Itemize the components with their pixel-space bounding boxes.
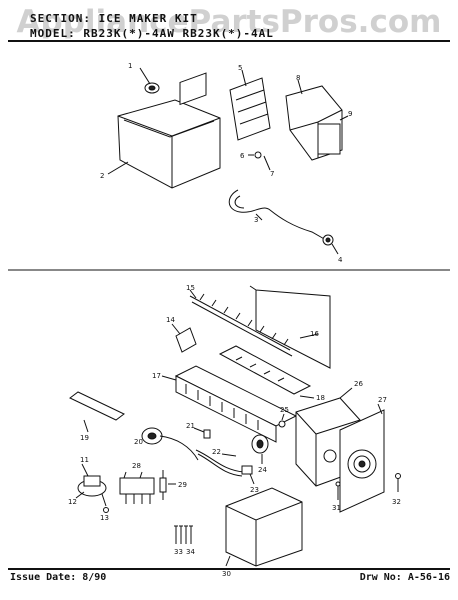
- callout-20: 20: [134, 438, 143, 446]
- callout-9: 9: [348, 110, 352, 118]
- model-title: MODEL: RB23K(*)-4AW RB23K(*)-4AL: [30, 27, 274, 40]
- footer-rule: [8, 568, 450, 570]
- part-21-clip: [193, 427, 211, 439]
- callout-12: 12: [68, 498, 77, 506]
- callout-28: 28: [132, 462, 141, 470]
- callout-1: 1: [128, 62, 132, 70]
- part-28-terminal-block: [119, 471, 155, 504]
- part-29-fuse: [159, 470, 176, 500]
- part-14-lever: [171, 323, 197, 353]
- callout-21: 21: [186, 422, 195, 430]
- callout-4: 4: [338, 256, 343, 264]
- part-5-bracket: [229, 69, 271, 141]
- callout-14: 14: [166, 316, 175, 324]
- part-32-screw: [395, 473, 401, 492]
- callout-33: 33: [174, 548, 183, 556]
- part-6-screw: [248, 151, 262, 159]
- part-19-heater-rod: [69, 391, 125, 433]
- part-17-mold: [161, 365, 298, 443]
- callout-27: 27: [378, 396, 387, 404]
- callout-19: 19: [80, 434, 89, 442]
- callout-17: 17: [152, 372, 161, 380]
- callout-30: 30: [222, 570, 231, 578]
- part-7-clip: [263, 155, 271, 171]
- part-18-stripper: [218, 345, 315, 399]
- callout-3: 3: [254, 216, 258, 224]
- part-9-cover: [317, 115, 349, 155]
- callout-6: 6: [240, 152, 245, 160]
- callout-25: 25: [280, 406, 289, 414]
- part-20-thermostat: [141, 427, 199, 461]
- callout-13: 13: [100, 514, 109, 522]
- callout-32: 32: [392, 498, 401, 506]
- part-23-connector: [241, 465, 255, 485]
- callout-34: 34: [186, 548, 195, 556]
- watermark: AppliancePartsPros.com: [16, 4, 442, 40]
- part-24-fill-cup: [251, 434, 269, 464]
- part-1-fitting: [139, 67, 160, 94]
- part-11-12-13-switch: [75, 463, 109, 513]
- callout-16: 16: [310, 330, 319, 338]
- callout-31: 31: [332, 504, 341, 512]
- part-4-valve: [322, 234, 339, 255]
- callout-2: 2: [100, 172, 104, 180]
- part-22-wire-harness: [195, 449, 245, 477]
- part-16-shield: [249, 285, 331, 369]
- drawing-number: Drw No: A-56-16: [359, 572, 450, 583]
- issue-date: Issue Date: 8/90: [10, 572, 107, 583]
- callout-18: 18: [316, 394, 325, 402]
- callout-7: 7: [270, 170, 274, 178]
- callout-8: 8: [296, 74, 300, 82]
- part-31-screw: [335, 481, 341, 500]
- part-30-cover-box: [225, 487, 303, 567]
- part-3-fill-tube: [228, 189, 327, 241]
- callout-29: 29: [178, 481, 187, 489]
- section-title: SECTION: ICE MAKER KIT: [30, 12, 198, 25]
- part-27-mounting-plate: [339, 403, 385, 513]
- part-2-ice-bin: [107, 72, 221, 189]
- header-rule: [8, 40, 450, 42]
- callout-5: 5: [238, 64, 242, 72]
- callout-11: 11: [80, 456, 89, 464]
- callout-15: 15: [186, 284, 195, 292]
- callout-23: 23: [250, 486, 259, 494]
- part-33-34-screws: [174, 525, 193, 544]
- callout-24: 24: [258, 466, 267, 474]
- part-15-ejector-rack: [189, 289, 293, 357]
- callout-22: 22: [212, 448, 221, 456]
- callout-26: 26: [354, 380, 363, 388]
- part-25-screw: [278, 413, 286, 428]
